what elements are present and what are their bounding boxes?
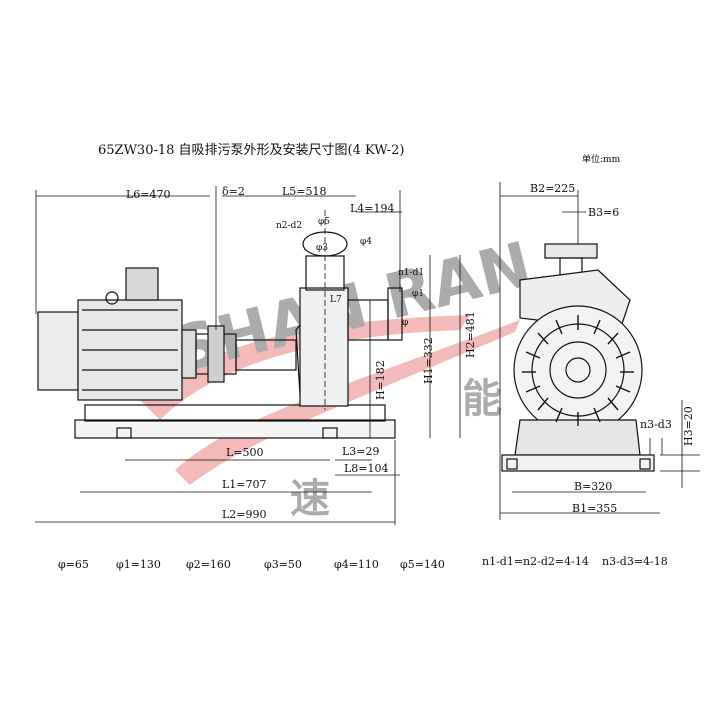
dim-L: L=500 [226,446,264,459]
end-view-hatching [522,315,634,426]
dim-phi-small: φ [402,318,408,328]
footer-phi2: φ2=160 [186,558,231,571]
dim-n2d2: n2-d2 [276,221,302,231]
dim-B: B=320 [574,480,612,493]
dim-L4: L4=194 [350,202,395,215]
drawing-title: 65ZW30-18 自吸排污泵外形及安装尺寸图(4 KW-2) [98,143,404,158]
dim-n1d1: n1-d1 [398,268,424,278]
unit-label: 单位:mm [582,153,621,165]
end-view [501,243,655,472]
watermark-sub1: 速 [290,475,330,522]
dim-phi4: φ4 [360,237,372,247]
dim-L7: L7 [330,295,342,305]
footer-phi1: φ1=130 [116,558,161,571]
dim-phi3: φ3 [316,243,328,253]
watermark-sub2: 能 [462,375,502,422]
footer-parameters: φ=65 φ1=130 φ2=160 φ3=50 φ4=110 φ5=140 n… [58,555,668,571]
dim-delta: δ=2 [222,185,245,198]
footer-phi: φ=65 [58,558,89,571]
dim-phi5: φ5 [318,217,330,227]
dim-B1: B1=355 [572,502,617,515]
end-dimension-lines [499,182,700,520]
dim-H: H=182 [374,360,387,400]
footer-phi4: φ4=110 [334,558,379,571]
dim-L5: L5=518 [282,185,327,198]
footer-holes-a: n1-d1=n2-d2=4-14 [482,555,589,568]
side-dimension-lines [35,186,461,525]
footer-phi3: φ3=50 [264,558,302,571]
footer-holes-b: n3-d3=4-18 [602,555,668,568]
dim-H2: H2=481 [464,311,477,358]
dim-H1: H1=332 [422,337,435,384]
dim-L8: L8=104 [344,462,389,475]
dim-n3d3: n3-d3 [640,418,672,431]
side-view [37,210,403,439]
dim-L1: L1=707 [222,478,267,491]
dim-L2: L2=990 [222,508,267,521]
dim-phi1: φ1 [412,289,424,299]
footer-phi5: φ5=140 [400,558,445,571]
dim-H3: H3=20 [682,406,695,446]
dim-L6: L6=470 [126,188,171,201]
dim-L3: L3=29 [342,445,380,458]
dim-B2: B2=225 [530,182,575,195]
dim-B3: B3=6 [588,206,619,219]
